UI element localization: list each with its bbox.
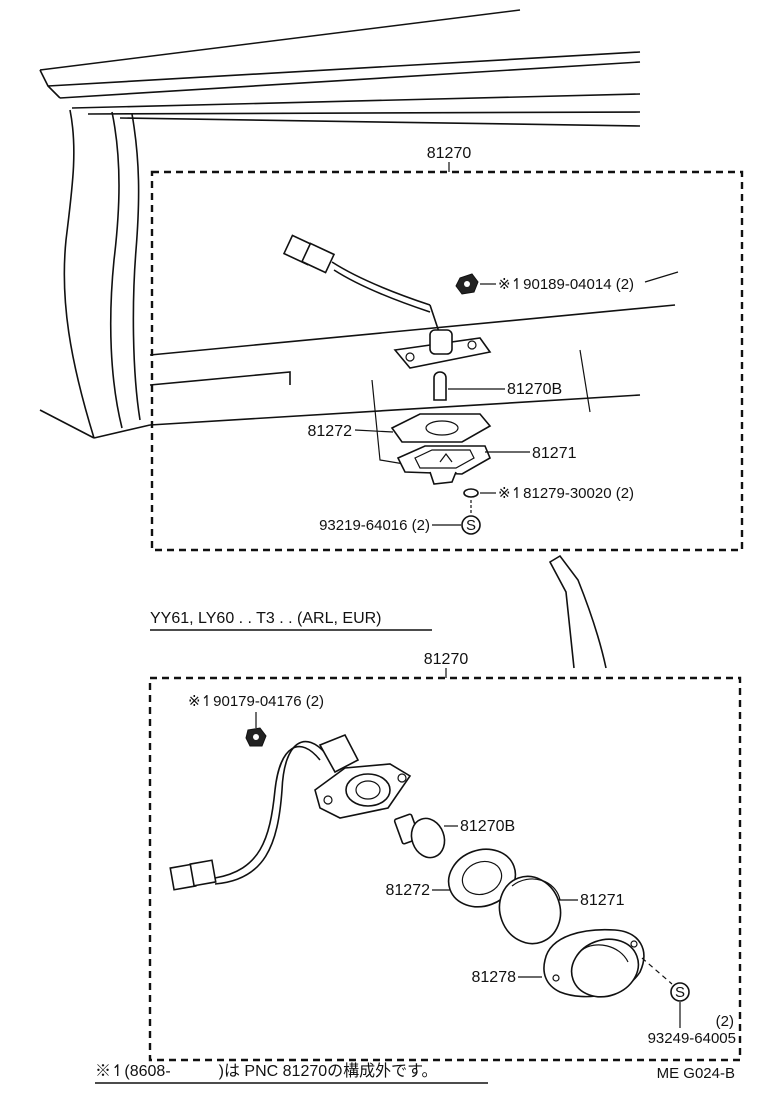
top-washer-label: ※↿81279-30020 (2): [498, 485, 634, 502]
reference-arrow: [548, 554, 607, 669]
top-assembly-frame: [150, 170, 744, 552]
bottom-socket: [314, 733, 412, 819]
bottom-nut-label: ※↿90179-04176 (2): [188, 693, 324, 710]
top-nut-label: ※↿90189-04014 (2): [498, 276, 634, 293]
top-lens-icon: [396, 445, 492, 485]
top-washer-icon: [463, 488, 479, 498]
bottom-assembly-frame: [148, 676, 742, 1062]
top-gasket-icon: [390, 413, 492, 443]
svg-text:S: S: [675, 984, 685, 1001]
bottom-bulb-icon: [393, 813, 446, 859]
bottom-screw-label: 93249-64005: [648, 1030, 736, 1047]
top-assembly-label: 81270: [427, 145, 472, 162]
bottom-gasket-label: 81272: [386, 882, 431, 899]
figure-code: ME G024-B: [657, 1065, 735, 1082]
bottom-nut-icon: [245, 727, 267, 747]
svg-text:S: S: [466, 517, 476, 534]
vehicle-rear-body: [39, 9, 676, 471]
top-screw-icon: S: [461, 515, 481, 535]
bottom-housing-label: 81278: [472, 969, 517, 986]
bottom-lens-label: 81271: [580, 892, 625, 909]
bottom-screw-qty: (2): [716, 1013, 734, 1030]
variant-caption: YY61, LY60 . . T3 . . (ARL, EUR): [150, 610, 382, 627]
footer-note: ※↿(8608- )は PNC 81270の構成外です。: [95, 1062, 438, 1080]
top-screw-label: 93219-64016 (2): [319, 517, 430, 534]
top-nut-icon: [455, 273, 479, 295]
bottom-assembly-label: 81270: [424, 651, 469, 668]
bottom-screw-icon: S: [670, 982, 690, 1002]
top-wire-harness: [282, 234, 441, 336]
top-bulb-icon: [433, 371, 447, 401]
bottom-gasket-icon: [447, 848, 517, 908]
bottom-housing-icon: [543, 928, 645, 998]
bottom-bulb-label: 81270B: [460, 818, 515, 835]
top-bulb-label: 81270B: [507, 381, 562, 398]
bottom-wire-harness: [169, 740, 327, 891]
top-gasket-label: 81272: [308, 423, 353, 440]
top-socket: [393, 329, 492, 369]
top-lens-label: 81271: [532, 445, 577, 462]
